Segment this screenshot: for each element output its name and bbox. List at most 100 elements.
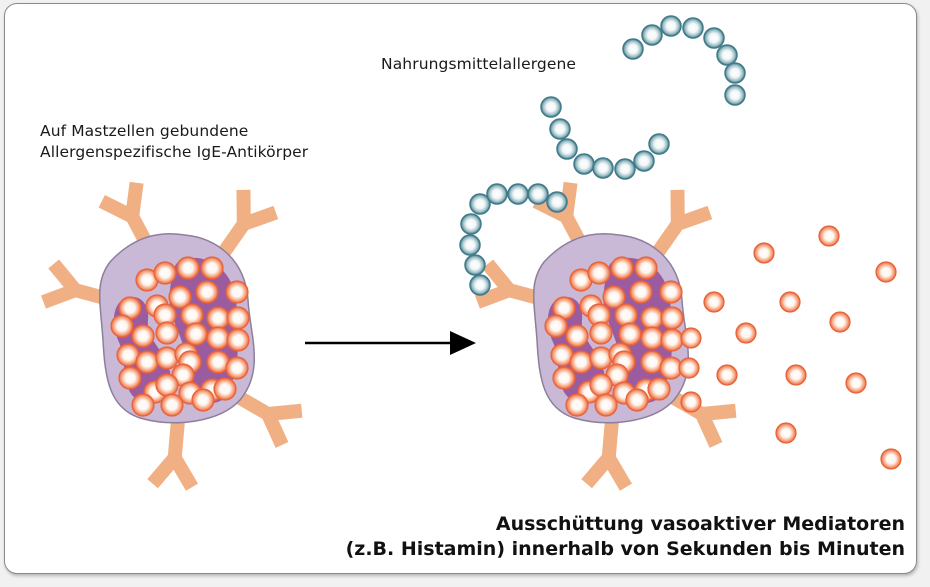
arrow-head xyxy=(450,331,476,355)
granule xyxy=(213,377,237,401)
allergen-bead xyxy=(573,153,595,175)
mast-cell-after xyxy=(474,181,737,491)
mast-cell-before xyxy=(40,181,303,491)
granule xyxy=(153,261,177,285)
granule xyxy=(135,350,159,374)
granule xyxy=(660,328,684,352)
released-granule xyxy=(735,322,757,344)
granule xyxy=(589,321,613,345)
allergen-bead xyxy=(716,44,738,66)
released-granule xyxy=(775,422,797,444)
granule xyxy=(602,285,626,309)
granule xyxy=(195,280,219,304)
released-granule xyxy=(753,242,775,264)
granule xyxy=(226,306,250,330)
food-allergen-chains xyxy=(459,15,746,296)
label-food-allergens: Nahrungsmittelallergene xyxy=(381,55,577,73)
ige-antibody xyxy=(665,388,737,448)
released-granule xyxy=(716,364,738,386)
granule xyxy=(552,366,576,390)
allergen-bead xyxy=(724,62,746,84)
released-granule xyxy=(845,372,867,394)
granule xyxy=(184,322,208,346)
granule xyxy=(131,393,155,417)
released-granule xyxy=(678,357,700,379)
label-mediator-release: Ausschüttung vasoaktiver Mediatoren (z.B… xyxy=(346,512,905,562)
released-granule xyxy=(680,391,702,413)
ige-antibody xyxy=(650,189,713,260)
granule xyxy=(610,256,634,280)
granule xyxy=(118,366,142,390)
allergen-bead xyxy=(546,191,568,213)
label-release-line1: Ausschüttung vasoaktiver Mediatoren xyxy=(495,513,905,535)
allergen-bead xyxy=(464,254,486,276)
allergen-bead xyxy=(633,150,655,172)
granule xyxy=(168,285,192,309)
ige-antibody xyxy=(231,388,303,448)
allergen-bead xyxy=(660,15,682,37)
granule xyxy=(660,306,684,330)
granule xyxy=(110,314,134,338)
released-mediators xyxy=(678,225,902,470)
granule xyxy=(225,280,249,304)
granule xyxy=(176,256,200,280)
granule xyxy=(155,346,179,370)
released-granule xyxy=(785,364,807,386)
allergen-bead xyxy=(556,138,578,160)
granule xyxy=(226,328,250,352)
label-release-line2: (z.B. Histamin) innerhalb von Sekunden b… xyxy=(345,538,905,560)
granule xyxy=(200,256,224,280)
allergen-bead xyxy=(614,158,636,180)
allergen-bead xyxy=(459,234,481,256)
granule xyxy=(594,393,618,417)
granule xyxy=(640,306,664,330)
ige-antibody xyxy=(216,189,279,260)
granule xyxy=(565,324,589,348)
allergen-bead xyxy=(724,84,746,106)
granule xyxy=(589,373,613,397)
released-granule xyxy=(875,261,897,283)
granule xyxy=(618,322,642,346)
released-granule xyxy=(703,291,725,313)
released-granule xyxy=(680,327,702,349)
allergen-bead xyxy=(648,133,670,155)
allergen-bead xyxy=(460,213,482,235)
label-ige-antibodies: Auf Mastzellen gebundene Allergenspezifi… xyxy=(40,121,308,163)
granule xyxy=(569,350,593,374)
granule xyxy=(659,280,683,304)
ige-antibody xyxy=(147,419,198,491)
granule xyxy=(640,326,664,350)
allergen-bead xyxy=(507,183,529,205)
released-granule xyxy=(818,225,840,247)
granule xyxy=(629,280,653,304)
allergen-bead xyxy=(641,24,663,46)
granule xyxy=(634,256,658,280)
granule xyxy=(155,373,179,397)
allergen-bead xyxy=(549,118,571,140)
allergen-bead xyxy=(540,96,562,118)
granule xyxy=(565,393,589,417)
label-ige-line1: Auf Mastzellen gebundene xyxy=(40,122,249,140)
granule xyxy=(614,303,638,327)
allergen-bead xyxy=(592,157,614,179)
released-granule xyxy=(829,311,851,333)
released-granule xyxy=(779,291,801,313)
allergen-bead xyxy=(469,274,491,296)
granule xyxy=(625,388,649,412)
granule xyxy=(544,314,568,338)
granule xyxy=(589,346,613,370)
granule xyxy=(160,393,184,417)
allergen-bead xyxy=(703,27,725,49)
allergen-bead xyxy=(486,183,508,205)
allergen-bead xyxy=(682,17,704,39)
granule xyxy=(180,303,204,327)
granule xyxy=(155,321,179,345)
granule xyxy=(206,326,230,350)
allergen-bead xyxy=(527,183,549,205)
granule xyxy=(587,261,611,285)
allergen-bead xyxy=(469,193,491,215)
granule xyxy=(225,356,249,380)
allergen-bead xyxy=(622,38,644,60)
granule xyxy=(131,324,155,348)
